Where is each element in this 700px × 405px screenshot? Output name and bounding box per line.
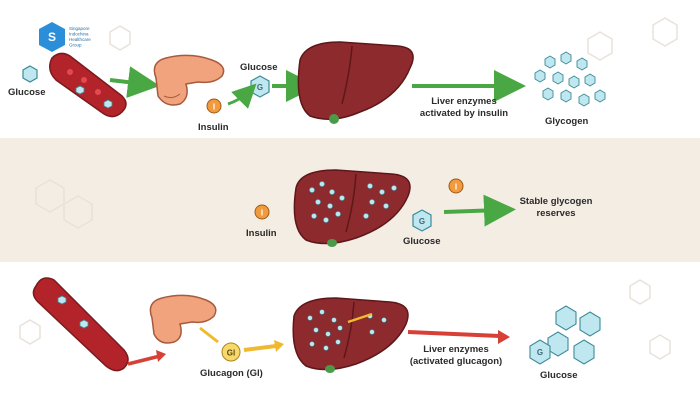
arrow-liver-to-glucose (407, 330, 501, 338)
liver-icon (297, 41, 414, 124)
glucose-hexagon-icon (22, 65, 38, 83)
arrow-glucagon-to-liver-head (274, 340, 284, 352)
glucagon-label: Glucagon (Gl) (200, 368, 263, 379)
brand-name-line-2: Indochina (69, 32, 89, 37)
svg-text:G: G (537, 348, 543, 357)
insulin-token-right (448, 178, 464, 194)
enzyme-glucagon-line-1: Liver enzymes (423, 344, 488, 355)
svg-text:I: I (213, 103, 215, 112)
brand-name-line-4: Group (69, 43, 82, 48)
arrow-vessel-bottom (127, 354, 161, 366)
glucose-cluster-icon (529, 305, 601, 365)
enzyme-glucagon-line-2: (activated glucagon) (410, 356, 502, 367)
brand-name-line-3: Healthcare (69, 37, 91, 42)
insulin-label: Insulin (198, 122, 229, 133)
insulin-token (206, 98, 222, 114)
top-row: Glucose I Insulin Glucose G (8, 41, 606, 133)
arrow-glucagon-to-liver (243, 344, 277, 352)
decorative-hexagons (19, 17, 678, 360)
blood-vessel-bottom-icon (32, 277, 129, 372)
pancreas-bottom-icon (149, 294, 217, 344)
svg-text:S: S (48, 30, 56, 44)
svg-text:I: I (261, 209, 263, 218)
brand-name-line-1: Singapore (69, 26, 90, 31)
svg-text:I: I (455, 183, 457, 192)
liver-bottom-icon (292, 297, 409, 373)
insulin-label-middle: Insulin (246, 228, 277, 239)
arrow-vessel-bottom-head (156, 350, 166, 362)
svg-text:G: G (419, 217, 425, 226)
blood-vessel-icon (49, 52, 127, 118)
brand-logo: S Singapore Indochina Healthcare Group (39, 22, 91, 52)
liver-with-glycogen-icon (293, 169, 411, 247)
glycogen-label: Glycogen (545, 116, 588, 127)
glucagon-token (221, 342, 241, 362)
stable-reserves-line-1: Stable glycogen (520, 196, 593, 207)
enzyme-label-line-1: Liver enzymes (431, 96, 496, 107)
middle-row: I Insulin I G Glucose Stable glycogen re… (246, 169, 593, 247)
insulin-token-left (254, 204, 270, 220)
logo-hexagon-icon (39, 22, 65, 52)
glucose-label-bottom: Glucose (540, 370, 578, 381)
enzyme-label-line-2: activated by insulin (420, 108, 508, 119)
glucose-left-label: Glucose (8, 87, 46, 98)
glycogen-cluster-icon (534, 51, 606, 107)
pancreas-icon (153, 54, 225, 106)
arrow-insulin-to-liver (227, 83, 257, 109)
arrow-to-stable-reserves (443, 194, 516, 227)
glucose-token-middle (412, 209, 432, 232)
arrow-vessel-to-pancreas (109, 66, 160, 99)
glucose-label-middle: Glucose (403, 236, 441, 247)
arrow-liver-to-glucose-head (498, 330, 510, 344)
bottom-row: Gl Glucagon (Gl) Liver enzymes (activate… (32, 277, 601, 381)
stable-reserves-line-2: reserves (536, 208, 575, 219)
svg-text:G: G (257, 83, 263, 92)
svg-text:Gl: Gl (227, 349, 235, 358)
glucose-mid-label: Glucose (240, 62, 278, 73)
arrow-pancreas-to-glucagon (199, 326, 219, 344)
